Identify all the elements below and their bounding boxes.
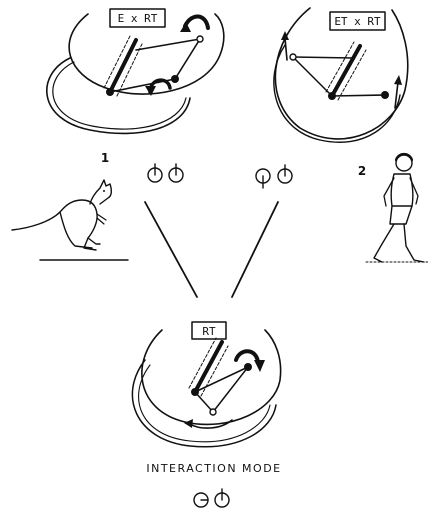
- linkage-line: [332, 95, 385, 96]
- arrow-head-icon: [180, 22, 191, 32]
- arrow-head-icon: [184, 419, 193, 428]
- linkage-line: [213, 367, 248, 412]
- joint-dot: [328, 92, 336, 100]
- linkage-line: [293, 57, 354, 58]
- panel-number-1: 1: [101, 151, 109, 165]
- link-bar: [195, 342, 222, 392]
- joint-arc-lower: [47, 58, 190, 133]
- label-rt: RT: [202, 325, 216, 338]
- panel-number-2: 2: [358, 164, 366, 178]
- arrow-head-icon: [254, 360, 265, 372]
- joint-dot: [191, 388, 199, 396]
- linkage-line: [175, 39, 200, 79]
- joint-dot: [381, 91, 389, 99]
- kangaroo-illustration: [12, 180, 128, 260]
- rotation-arrow-icon: [185, 16, 208, 28]
- joint-dot: [106, 88, 114, 96]
- mode-symbol-quarter-phase: [256, 165, 292, 188]
- panel-e-x-rt: E x RT 1: [47, 9, 224, 182]
- connector-line-right: [232, 202, 278, 297]
- joint-dot-open: [197, 36, 203, 42]
- caption-title: INTERACTION MODE: [146, 462, 281, 475]
- joint-dot-open: [210, 409, 216, 415]
- connector-line-left: [145, 202, 197, 297]
- link-bar: [332, 46, 360, 96]
- arrow-up-icon: [285, 38, 287, 60]
- linkage-line: [293, 57, 332, 96]
- mode-symbol-in-phase: [148, 164, 183, 182]
- panel-rt: RT: [132, 322, 280, 447]
- joint-arc-upper: [69, 14, 224, 94]
- arrow-head-icon: [394, 75, 402, 85]
- mode-symbol-anti-phase: [194, 489, 229, 507]
- label-et-x-rt: ET x RT: [334, 15, 381, 28]
- linkage-line: [195, 392, 213, 412]
- joint-dot-open: [290, 54, 296, 60]
- joint-dot: [244, 363, 252, 371]
- joint-dot: [171, 75, 179, 83]
- label-e-x-rt: E x RT: [118, 12, 158, 25]
- panel-et-x-rt: ET x RT 2: [256, 8, 408, 188]
- linkage-line: [136, 39, 200, 50]
- walking-person-illustration: [366, 154, 428, 262]
